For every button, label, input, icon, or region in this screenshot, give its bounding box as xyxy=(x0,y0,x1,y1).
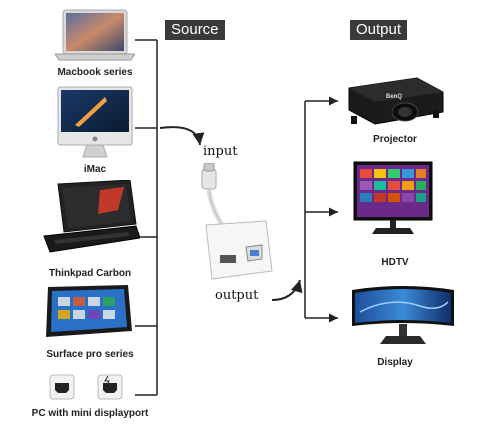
adapter-input-label: input xyxy=(203,144,238,159)
output-label-projector: Projector xyxy=(373,134,417,145)
macbook-image xyxy=(55,9,135,61)
source-label-thinkpad: Thinkpad Carbon xyxy=(48,268,132,279)
hdtv-image xyxy=(353,161,433,234)
mini-displayport-icons xyxy=(49,374,123,400)
imac-image xyxy=(57,86,133,158)
projector-brand-label: BenQ xyxy=(386,94,403,100)
display-image xyxy=(352,286,454,344)
surface-pro-image xyxy=(46,285,132,337)
source-label-pc: PC with mini displayport xyxy=(31,408,149,419)
output-label-display: Display xyxy=(377,357,413,368)
output-header: Output xyxy=(350,20,408,40)
source-header: Source xyxy=(165,20,225,40)
output-label-hdtv: HDTV xyxy=(381,257,409,268)
adapter-output-label: output xyxy=(215,288,259,303)
projector-image xyxy=(348,77,444,125)
input-arrow xyxy=(159,126,205,146)
source-label-macbook: Macbook series xyxy=(57,67,133,78)
output-arrow xyxy=(271,279,303,301)
thinkpad-image xyxy=(43,180,140,253)
source-label-imac: iMac xyxy=(83,164,107,175)
adapter-image xyxy=(201,163,273,280)
source-label-surface: Surface pro series xyxy=(46,349,134,360)
